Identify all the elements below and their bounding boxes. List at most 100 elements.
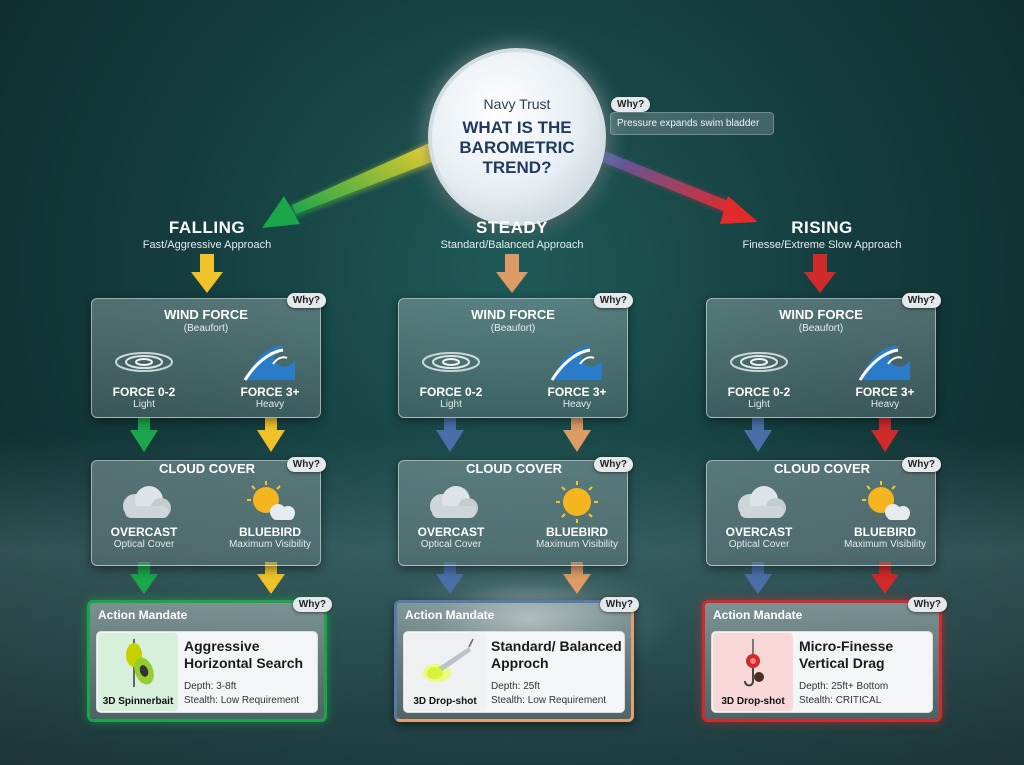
- panel-title: WIND FORCE: [164, 307, 248, 322]
- option-label: BLUEBIRD: [854, 525, 916, 539]
- action-why-button[interactable]: Why?: [599, 597, 639, 612]
- lure-image: 3D Spinnerbait: [98, 633, 178, 711]
- branch-name: FALLING: [168, 218, 246, 237]
- panel-title: CLOUD COVER: [158, 461, 256, 476]
- option-bluebird[interactable]: BLUEBIRD Maximum Visibility: [527, 479, 627, 550]
- action-card[interactable]: 3D Drop-shot Standard/ Balanced Approch …: [403, 631, 625, 713]
- lure-label: 3D Drop-shot: [721, 696, 785, 707]
- option-label: FORCE 3+: [240, 385, 300, 399]
- action-title: Micro-Finesse Vertical Drag: [799, 638, 894, 671]
- arrows-wind-to-cloud: [130, 418, 899, 452]
- wave-icon: [220, 339, 320, 385]
- arrow-center-to-rising: [590, 145, 758, 224]
- center-why-tooltip: Pressure expands swim bladder: [610, 112, 774, 135]
- panel-subtitle: (Beaufort): [490, 323, 536, 334]
- option-overcast[interactable]: OVERCAST Optical Cover: [401, 479, 501, 550]
- option-label: OVERCAST: [110, 525, 178, 539]
- branch-name: STEADY: [476, 218, 548, 237]
- option-label: FORCE 0-2: [727, 385, 791, 399]
- cloud-cover-panel-rising: CLOUD COVER Why? OVERCAST Optical Cover …: [706, 457, 941, 566]
- drop-shot-icon: [423, 638, 474, 682]
- wind-why-button[interactable]: Why?: [593, 293, 633, 308]
- action-card[interactable]: 3D Spinnerbait Aggressive Horizontal Sea…: [96, 631, 318, 713]
- option-sub: Light: [440, 399, 462, 410]
- option-force-heavy[interactable]: FORCE 3+ Heavy: [835, 339, 935, 410]
- arrow-center-to-falling: [262, 140, 445, 228]
- lure-image: 3D Drop-shot: [405, 633, 485, 711]
- wind-why-button[interactable]: Why?: [286, 293, 326, 308]
- action-title: Standard/ Balanced Approch: [491, 638, 622, 671]
- wave-icon: [835, 339, 935, 385]
- option-sub: Maximum Visibility: [843, 539, 927, 550]
- action-depth: Depth: 3-8ft: [184, 681, 237, 692]
- branch-approach: Fast/Aggressive Approach: [142, 239, 272, 251]
- panel-subtitle: (Beaufort): [183, 323, 229, 334]
- arrow-rising-down: [804, 254, 836, 293]
- action-why-button[interactable]: Why?: [907, 597, 947, 612]
- wind-force-panel-falling: WIND FORCE (Beaufort) Why? FORCE 0-2 Lig…: [91, 293, 326, 418]
- cloud-cover-panel-falling: CLOUD COVER Why? OVERCAST Optical Cover …: [91, 457, 326, 566]
- ripple-icon: [94, 339, 194, 385]
- sun-cloud-icon: [835, 479, 935, 525]
- panel-title: WIND FORCE: [779, 307, 863, 322]
- option-force-light[interactable]: FORCE 0-2 Light: [94, 339, 194, 410]
- sun-cloud-icon: [220, 479, 320, 525]
- panel-title: CLOUD COVER: [773, 461, 871, 476]
- option-overcast[interactable]: OVERCAST Optical Cover: [94, 479, 194, 550]
- barometric-question-node: Navy Trust WHAT IS THE BAROMETRIC TREND?: [428, 48, 606, 226]
- action-why-button[interactable]: Why?: [292, 597, 332, 612]
- branch-steady-title: STEADY Standard/Balanced Approach: [402, 218, 622, 251]
- option-sub: Heavy: [562, 399, 592, 410]
- option-force-heavy[interactable]: FORCE 3+ Heavy: [220, 339, 320, 410]
- option-force-light[interactable]: FORCE 0-2 Light: [401, 339, 501, 410]
- option-label: FORCE 0-2: [112, 385, 176, 399]
- wave-icon: [527, 339, 627, 385]
- action-title: Aggressive Horizontal Search: [184, 638, 304, 671]
- option-force-heavy[interactable]: FORCE 3+ Heavy: [527, 339, 627, 410]
- action-mandate-falling: Action Mandate Why? 3D Spinnerbait Aggre…: [87, 597, 332, 722]
- option-label: OVERCAST: [725, 525, 793, 539]
- lure-image: 3D Drop-shot: [713, 633, 793, 711]
- panel-subtitle: (Beaufort): [798, 323, 844, 334]
- option-force-light[interactable]: FORCE 0-2 Light: [709, 339, 809, 410]
- option-sub: Heavy: [870, 399, 900, 410]
- cloud-why-button[interactable]: Why?: [286, 457, 326, 472]
- cloud-why-button[interactable]: Why?: [901, 457, 941, 472]
- arrow-falling-down: [191, 254, 223, 293]
- option-label: OVERCAST: [417, 525, 485, 539]
- action-stealth: Stealth: Low Requirement: [184, 695, 300, 706]
- action-stealth: Stealth: CRITICAL: [799, 695, 882, 706]
- option-label: FORCE 3+: [855, 385, 915, 399]
- option-sub: Light: [133, 399, 155, 410]
- action-card[interactable]: 3D Drop-shot Micro-Finesse Vertical Drag…: [711, 631, 933, 713]
- center-why-button[interactable]: Why?: [611, 97, 651, 112]
- option-sub: Maximum Visibility: [228, 539, 312, 550]
- action-mandate-rising: Action Mandate Why? 3D Drop-shot Micro-F…: [702, 597, 947, 722]
- lure-label: 3D Drop-shot: [413, 696, 477, 707]
- action-header: Action Mandate: [713, 608, 803, 622]
- option-overcast[interactable]: OVERCAST Optical Cover: [709, 479, 809, 550]
- action-header: Action Mandate: [98, 608, 188, 622]
- action-depth: Depth: 25ft+ Bottom: [799, 681, 889, 692]
- center-subtitle: Navy Trust: [483, 96, 551, 112]
- cloud-why-button[interactable]: Why?: [593, 457, 633, 472]
- option-bluebird[interactable]: BLUEBIRD Maximum Visibility: [220, 479, 320, 550]
- option-bluebird[interactable]: BLUEBIRD Maximum Visibility: [835, 479, 935, 550]
- action-header: Action Mandate: [405, 608, 495, 622]
- wind-why-button[interactable]: Why?: [901, 293, 941, 308]
- cloud-icon: [94, 479, 194, 525]
- ripple-icon: [709, 339, 809, 385]
- option-label: BLUEBIRD: [546, 525, 608, 539]
- action-depth: Depth: 25ft: [491, 681, 540, 692]
- option-label: FORCE 0-2: [419, 385, 483, 399]
- wind-force-panel-steady: WIND FORCE (Beaufort) Why? FORCE 0-2 Lig…: [398, 293, 633, 418]
- cloud-cover-panel-steady: CLOUD COVER Why? OVERCAST Optical Cover …: [398, 457, 633, 566]
- center-question: WHAT IS THE BAROMETRIC TREND?: [459, 118, 575, 177]
- option-sub: Optical Cover: [113, 539, 175, 550]
- branch-approach: Finesse/Extreme Slow Approach: [742, 239, 902, 251]
- option-sub: Heavy: [255, 399, 285, 410]
- branch-rising-title: RISING Finesse/Extreme Slow Approach: [712, 218, 932, 251]
- micro-jig-icon: [744, 639, 764, 687]
- panel-title: WIND FORCE: [471, 307, 555, 322]
- option-label: BLUEBIRD: [239, 525, 301, 539]
